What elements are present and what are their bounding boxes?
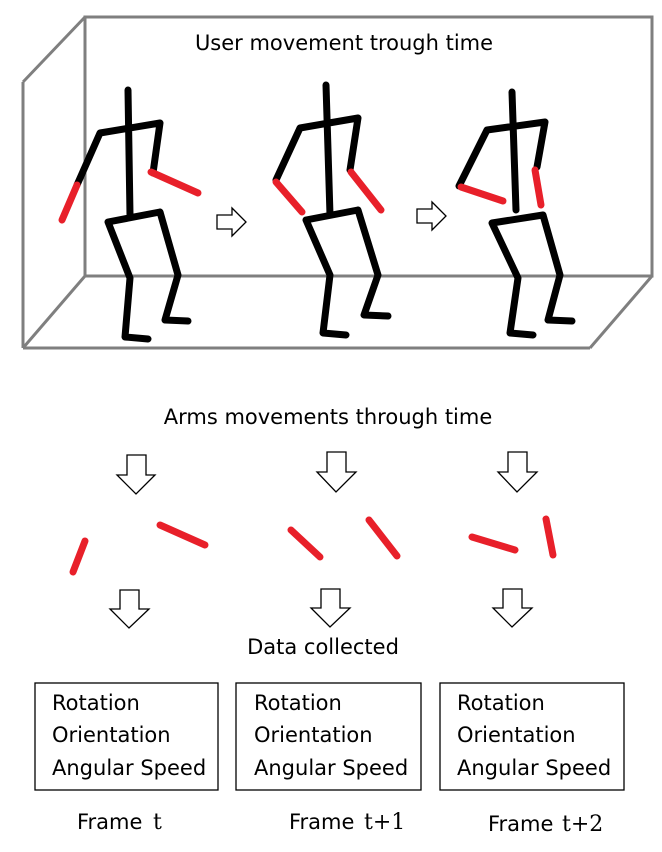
data-line-orientation: Orientation — [254, 723, 373, 747]
data-box — [235, 682, 422, 791]
figure-2-body — [272, 81, 392, 339]
data-box-frame-t: Rotation Orientation Angular Speed — [34, 682, 219, 791]
title-arms-movements: Arms movements through time — [164, 405, 493, 429]
arm-segment — [542, 515, 557, 559]
frame-label-t: Frame t — [77, 810, 162, 835]
arm-segment — [156, 521, 209, 549]
frame-id: t+2 — [562, 812, 603, 837]
data-line-orientation: Orientation — [457, 723, 576, 747]
down-arrow-icon — [309, 588, 352, 628]
right-arrow-icon — [416, 200, 447, 232]
title-user-movement: User movement trough time — [195, 31, 493, 55]
down-arrow-icon — [108, 589, 151, 629]
arm-segment — [468, 533, 519, 554]
data-line-rotation: Rotation — [254, 691, 342, 715]
frame-id: t — [153, 810, 162, 835]
arm-segment — [365, 516, 401, 560]
data-line-angular-speed: Angular Speed — [457, 756, 611, 780]
arm-segment — [69, 537, 89, 576]
data-box-frame-t1: Rotation Orientation Angular Speed — [235, 682, 422, 791]
down-arrow-icon — [491, 588, 534, 628]
frame-id: t+1 — [364, 810, 405, 835]
arm-segment — [287, 526, 324, 561]
frame-word: Frame — [77, 810, 142, 834]
figure-3-body — [455, 88, 576, 339]
room-edge-bottom-right — [588, 275, 654, 349]
data-line-rotation: Rotation — [52, 691, 140, 715]
figure-1-body — [73, 86, 192, 343]
stick-figure-3 — [455, 88, 576, 339]
data-line-orientation: Orientation — [52, 723, 171, 747]
data-box-frame-t2: Rotation Orientation Angular Speed — [439, 682, 625, 791]
data-line-angular-speed: Angular Speed — [254, 756, 408, 780]
frame-label-t1: Frame t+1 — [289, 810, 405, 835]
figure-1-right-forearm — [147, 168, 202, 197]
isolated-arms-frame-t — [69, 521, 209, 576]
room-back-wall — [83, 15, 654, 278]
title-data-collected: Data collected — [247, 635, 399, 659]
down-arrow-icon — [496, 451, 539, 493]
right-arrow-icon — [216, 206, 247, 238]
down-arrow-icon — [115, 454, 157, 495]
figure-2-left-forearm — [272, 178, 306, 216]
isolated-arms-frame-t2 — [468, 515, 557, 559]
data-line-angular-speed: Angular Speed — [52, 756, 206, 780]
figure-2-right-forearm — [347, 168, 385, 214]
figure-1-left-forearm — [58, 181, 81, 224]
room-edge-bottom-left — [21, 275, 87, 349]
stick-figure-2 — [272, 81, 392, 339]
data-line-rotation: Rotation — [457, 691, 545, 715]
room-box — [21, 15, 654, 350]
data-box — [34, 682, 219, 791]
figure-3-left-forearm — [457, 183, 507, 205]
figure-3-right-forearm — [531, 166, 545, 209]
down-arrow-icon — [315, 451, 358, 493]
room-edge-top-left — [21, 15, 87, 84]
frame-label-t2: Frame t+2 — [488, 812, 603, 837]
isolated-arms-frame-t1 — [287, 516, 401, 561]
data-box — [439, 682, 625, 791]
stick-figure-1 — [58, 86, 202, 343]
frame-word: Frame — [289, 810, 354, 834]
frame-word: Frame — [488, 812, 553, 836]
